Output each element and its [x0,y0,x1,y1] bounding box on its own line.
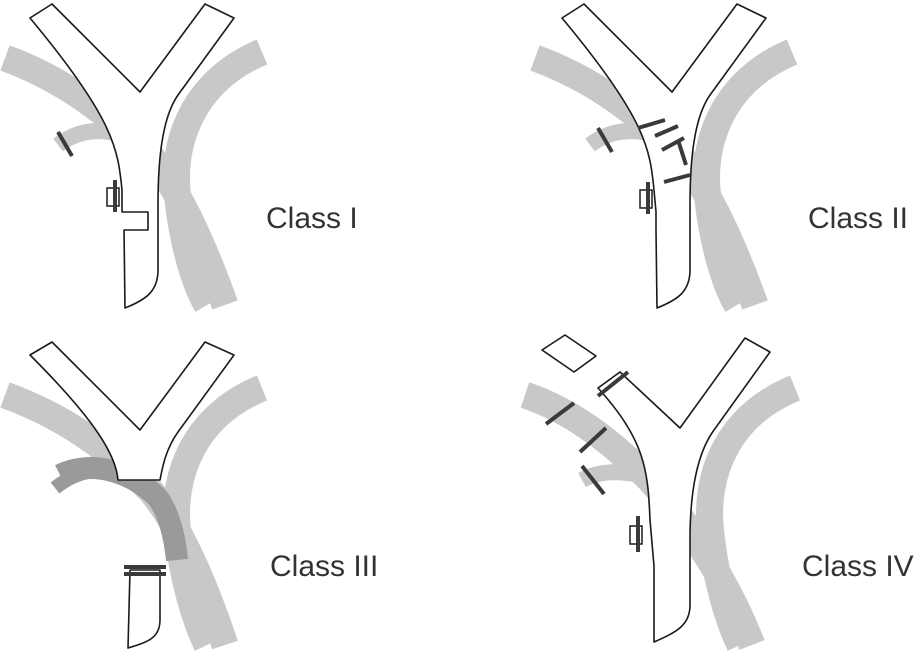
panel-class-3: Class III [0,341,378,651]
suture-branch [56,130,74,158]
suture-fragment [596,370,630,398]
suture-graft-3 [661,136,685,152]
panel-class-2: Class II [530,3,908,312]
label-class-4: Class IV [802,550,914,583]
panel-class-4: Class IV [520,334,914,651]
suture-left-1 [544,401,576,426]
suture-left-2 [578,426,608,454]
y-graft-outline [561,3,767,309]
gray-vessel-right [163,39,268,312]
suture-branch [596,126,614,154]
y-graft-outline-upper [29,341,235,481]
graft-fragment [541,334,597,373]
y-graft-outline [597,337,771,643]
suture-graft-5 [663,173,691,184]
suture-graft-1 [637,118,666,130]
y-graft-outline [29,3,235,309]
gray-vessel-right [696,375,801,651]
suture-graft-4 [676,139,688,166]
gray-vessels [0,375,268,651]
label-class-3: Class III [270,550,378,583]
gray-vessel-branch [50,463,117,494]
suture-graft-2 [654,124,679,138]
suture-branch [580,464,606,496]
panel-class-1: Class I [0,3,358,312]
y-graft-outline-lower [127,569,161,649]
gray-vessel-right [693,39,798,312]
gray-vessel-branch [578,464,653,488]
label-class-1: Class I [266,202,358,235]
label-class-2: Class II [808,202,908,235]
